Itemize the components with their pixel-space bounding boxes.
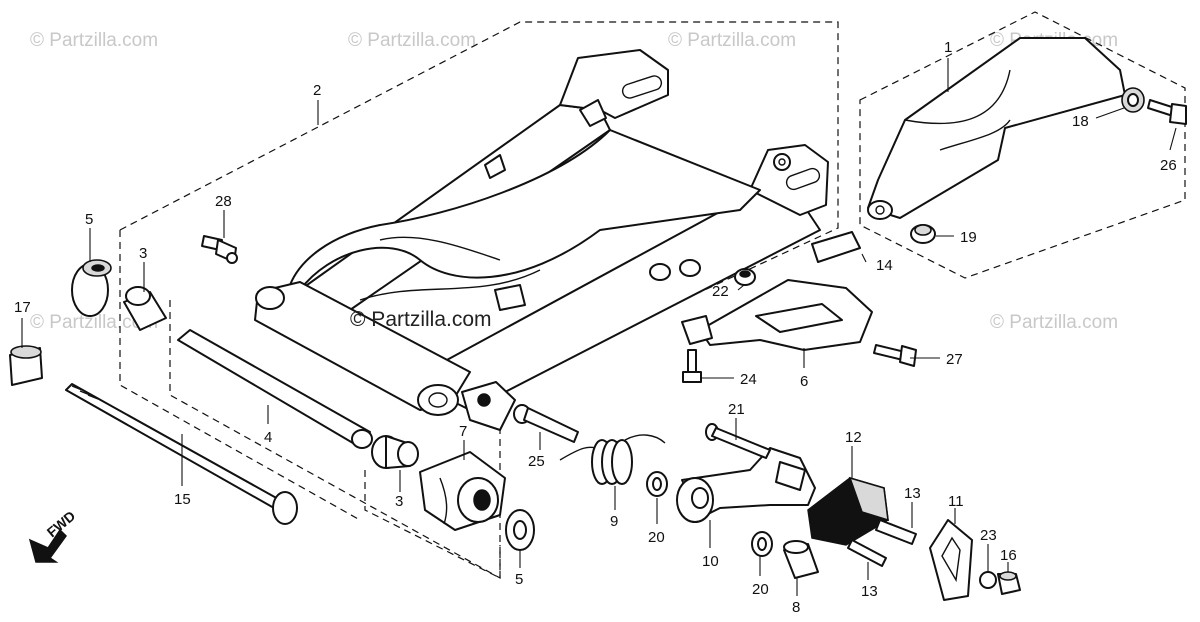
bolt-25	[513, 404, 579, 443]
chain-slider-6	[681, 279, 873, 351]
pivot-collar-5	[505, 509, 535, 551]
watermark: © Partzilla.com	[990, 312, 1118, 333]
label-14	[811, 231, 861, 263]
callout-5: 5	[515, 571, 523, 588]
nut-22	[734, 268, 756, 286]
callout-27: 27	[946, 351, 963, 368]
callout-24: 24	[740, 371, 757, 388]
arrow-icon	[28, 528, 67, 563]
grease-fitting-28	[201, 235, 238, 264]
watermark: © Partzilla.com	[348, 30, 476, 51]
callout-14: 14	[876, 257, 893, 274]
pivot-block-7	[419, 451, 506, 531]
callout-10: 10	[702, 553, 719, 570]
callout-9: 9	[610, 513, 618, 530]
pedal-arm-10	[676, 447, 816, 523]
swingarm-group-outline	[119, 230, 361, 521]
watermark: © Partzilla.com	[30, 312, 158, 333]
washer-20	[751, 531, 773, 557]
callout-25: 25	[528, 453, 545, 470]
callout-11: 11	[948, 493, 964, 510]
callout-23: 23	[980, 527, 997, 544]
callout-22: 22	[712, 283, 729, 300]
cap-nut-17	[9, 345, 43, 386]
callout-8: 8	[792, 599, 800, 616]
pivot-bolt-15	[65, 383, 298, 525]
callout-17: 17	[14, 299, 31, 316]
pin-13	[875, 519, 917, 545]
callout-6: 6	[800, 373, 808, 390]
callout-13: 13	[861, 583, 878, 600]
watermark: © Partzilla.com	[350, 308, 492, 331]
callout-numbers: 1 2 3 3 4 5 5 6 7 8 9 10 11 12 13 13 14 …	[14, 39, 1177, 616]
nut-19	[910, 224, 936, 244]
rubber-block-12	[807, 476, 889, 546]
callout-2: 2	[313, 82, 321, 99]
callout-7: 7	[459, 423, 467, 440]
callout-18: 18	[1072, 113, 1089, 130]
callout-26: 26	[1160, 157, 1177, 174]
plate-11	[929, 519, 973, 601]
swingarm	[254, 49, 829, 431]
callout-28: 28	[215, 193, 232, 210]
watermark: © Partzilla.com	[668, 30, 796, 51]
watermark: © Partzilla.com	[30, 30, 158, 51]
callout-1: 1	[944, 39, 952, 56]
callout-21: 21	[728, 401, 745, 418]
leader-lines	[21, 58, 1177, 596]
collar-8	[783, 540, 819, 579]
washer-20	[646, 471, 668, 497]
bolt-21	[705, 423, 771, 459]
pivot-group-outline	[364, 470, 501, 579]
pivot-collar-4	[177, 329, 373, 449]
callout-5: 5	[85, 211, 93, 228]
callout-20: 20	[648, 529, 665, 546]
return-spring-9	[559, 434, 666, 485]
callout-16: 16	[1000, 547, 1017, 564]
washer-23	[979, 571, 997, 589]
bolt-27	[873, 344, 917, 367]
forward-direction-indicator: FWD	[28, 508, 78, 563]
callout-12: 12	[845, 429, 862, 446]
nut-16	[997, 571, 1021, 595]
callout-3: 3	[395, 493, 403, 510]
chain-guard	[867, 37, 1126, 220]
callout-3: 3	[139, 245, 147, 262]
bolt-24	[682, 349, 702, 383]
callout-20: 20	[752, 581, 769, 598]
pivot-collar-5	[71, 259, 112, 317]
pivot-bushing-3	[371, 435, 419, 469]
pivot-bushing-3	[123, 286, 167, 331]
bolt-26	[1147, 99, 1187, 125]
callout-4: 4	[264, 429, 272, 446]
chain-guard-group-outline	[859, 11, 1186, 279]
callout-13: 13	[904, 485, 921, 502]
callout-15: 15	[174, 491, 191, 508]
callout-19: 19	[960, 229, 977, 246]
pin-13	[847, 539, 887, 567]
